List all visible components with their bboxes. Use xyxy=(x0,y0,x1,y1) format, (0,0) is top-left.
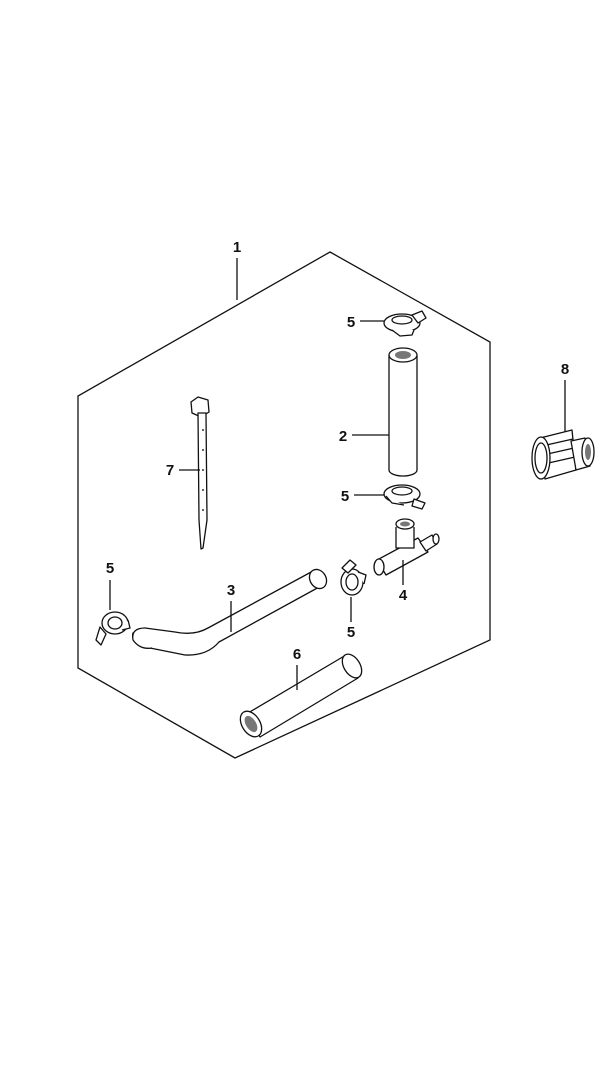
kit-outline xyxy=(77,251,491,759)
straight-hose-part[interactable] xyxy=(388,347,418,477)
straight-hose-6-part[interactable] xyxy=(236,651,366,741)
hose-clamp-lower-right[interactable] xyxy=(340,559,367,596)
callout-5-lower-right[interactable]: 5 xyxy=(347,624,355,641)
hose-clamp-middle[interactable] xyxy=(383,484,426,510)
callout-8[interactable]: 8 xyxy=(561,361,569,378)
callout-5-middle[interactable]: 5 xyxy=(341,488,349,505)
cable-tie-part[interactable] xyxy=(190,396,210,550)
threaded-fitting-part[interactable] xyxy=(531,429,595,480)
callout-7[interactable]: 7 xyxy=(166,462,174,479)
hose-clamp-left[interactable] xyxy=(95,611,131,646)
hose-clamp-top[interactable] xyxy=(383,310,427,337)
callout-5-left[interactable]: 5 xyxy=(106,560,114,577)
callout-3[interactable]: 3 xyxy=(227,582,235,599)
bent-hose-part[interactable] xyxy=(131,566,330,656)
t-joint-part[interactable] xyxy=(373,518,440,576)
callout-2[interactable]: 2 xyxy=(339,428,347,445)
callout-1[interactable]: 1 xyxy=(233,239,241,256)
callout-6[interactable]: 6 xyxy=(293,646,301,663)
callout-5-top[interactable]: 5 xyxy=(347,314,355,331)
callout-4[interactable]: 4 xyxy=(399,587,408,604)
